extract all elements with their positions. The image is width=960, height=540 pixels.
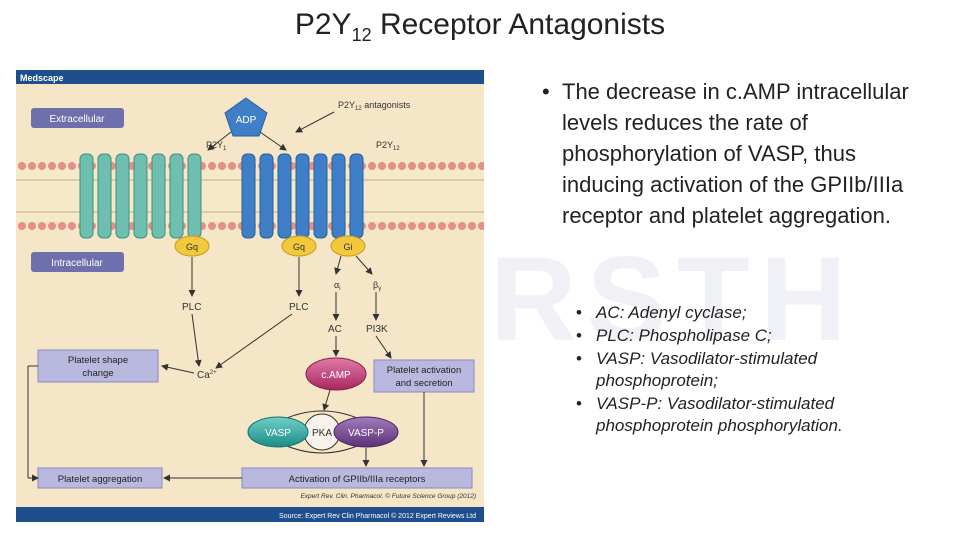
ac-label: AC (328, 324, 342, 335)
figure-credit: Expert Rev. Clin. Pharmacol. © Future Sc… (300, 492, 476, 500)
vasp-label: VASP (265, 428, 291, 439)
extracellular-label-box (31, 108, 124, 128)
alpha-i-label: αi (334, 280, 341, 292)
abbreviation-item: AC: Adenyl cyclase; (576, 302, 936, 324)
gq-label-1: Gq (186, 242, 198, 252)
p2y1-label: P2Y1 (206, 140, 227, 152)
camp-label: c.AMP (321, 370, 351, 381)
figure-header-bar (16, 70, 484, 84)
activation-line2: and secretion (395, 378, 452, 389)
source-bar (16, 507, 484, 522)
p2y12-pathway-figure: Medscape Extracellular ADP P2Y12 antagon… (16, 70, 486, 522)
adp-to-p2y1-arrow (207, 131, 232, 151)
intracellular-label-box (31, 252, 124, 272)
activation-box (373, 359, 475, 393)
adp-pentagon (224, 97, 268, 137)
plc-label-1: PLC (182, 302, 201, 313)
adp-label: ADP (236, 115, 257, 126)
gq-protein-2 (281, 235, 317, 257)
antagonist-arrow (295, 111, 335, 133)
main-bullet: The decrease in c.AMP intracellular leve… (540, 76, 940, 231)
abbreviation-item: VASP-P: Vasodilator-stimulated phosphopr… (576, 393, 936, 437)
extracellular-label: Extracellular (49, 114, 105, 125)
abbreviation-item: VASP: Vasodilator-stimulated phosphoprot… (576, 348, 936, 392)
camp-to-pka-arrow (322, 389, 331, 411)
activation-line1: Platelet activation (387, 365, 461, 376)
plc-to-ca-arrow-1 (191, 313, 202, 367)
pi3k-label: PI3K (366, 324, 388, 335)
shape-change-line1: Platelet shape (68, 355, 128, 366)
medscape-label: Medscape (20, 73, 64, 83)
slide-title: P2Y12 Receptor Antagonists (294, 8, 666, 45)
intracellular-label: Intracellular (51, 258, 103, 269)
gi-to-alpha-arrow (334, 255, 342, 275)
vaspp-label: VASP-P (348, 428, 384, 439)
pka-label: PKA (312, 428, 332, 439)
plc-label-2: PLC (289, 302, 308, 313)
p2y12-receptor (241, 153, 364, 239)
abbreviation-list: AC: Adenyl cyclase; PLC: Phospholipase C… (576, 302, 936, 438)
figure-background (16, 70, 484, 522)
beta-gamma-label: βγ (373, 280, 381, 292)
ca-to-shape-arrow (161, 363, 195, 374)
gi-protein (330, 235, 366, 257)
source-text: Source: Expert Rev Clin Pharmacol © 2012… (279, 512, 476, 520)
adp-to-p2y12-arrow (259, 131, 287, 151)
pi3k-to-activation-arrow (375, 335, 392, 359)
p2y1-receptor (79, 153, 202, 239)
vasp-ellipse (247, 416, 309, 448)
p2y12-label: P2Y12 (376, 140, 400, 152)
aggregation-label: Platelet aggregation (58, 474, 143, 485)
vaspp-ellipse (333, 416, 399, 448)
calcium-label: Ca2+ (197, 370, 217, 381)
plc-to-ca-arrow-2 (215, 313, 293, 369)
main-bullet-list: The decrease in c.AMP intracellular leve… (540, 76, 940, 231)
abbreviation-item: PLC: Phospholipase C; (576, 325, 936, 347)
gq-label-2: Gq (293, 242, 305, 252)
gi-label: Gi (344, 242, 353, 252)
gi-to-beta-arrow (355, 255, 373, 275)
antagonists-label: P2Y12 antagonists (338, 100, 411, 112)
shape-change-box (37, 349, 159, 383)
gq-protein-1 (174, 235, 210, 257)
gpiib-label: Activation of GPIIb/IIIa receptors (289, 474, 426, 485)
camp-ellipse (305, 357, 367, 391)
shape-change-line2: change (82, 368, 113, 379)
